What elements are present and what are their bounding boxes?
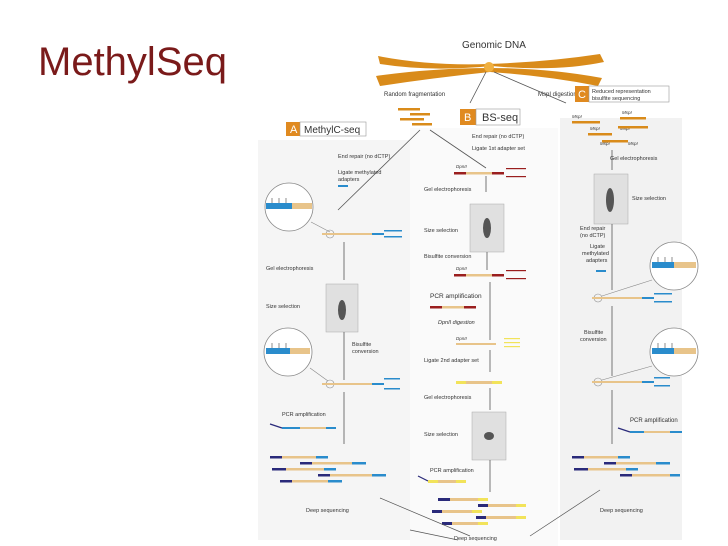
panel-a-step-pcr: PCR amplification <box>282 412 326 418</box>
panel-c-step-gel: Gel electrophoresis <box>610 156 658 162</box>
panel-b-step-size-selection-2: Size selection <box>424 432 458 438</box>
panel-a-step-ligate: Ligate methylated <box>338 170 381 176</box>
svg-text:MspI: MspI <box>590 126 601 131</box>
panel-b-step-pcr-1: PCR amplification <box>430 293 482 300</box>
panel-b-adapter-fragment-1 <box>454 168 526 178</box>
panel-c-mspi-fragments: MspI MspI MspI MspI MspI MspI <box>572 110 648 146</box>
panel-c-gel-image <box>593 173 629 225</box>
panel-b-converted-fragment <box>454 270 526 280</box>
panel-c-title-box <box>588 85 670 103</box>
panel-c-step-adapters: adapters <box>586 258 608 264</box>
panel-c-adapter-fragment <box>592 293 672 303</box>
random-fragmentation-label: Random fragmentation <box>384 92 445 98</box>
panel-a-step-conversion: conversion <box>352 349 379 355</box>
panel-b-letter: B <box>464 112 471 124</box>
panel-c-step-methylated: methylated <box>582 251 609 257</box>
panel-b-step-deep-sequencing: Deep sequencing <box>454 536 497 542</box>
panel-a-converted-fragment <box>322 378 400 390</box>
panel-c-step-no-dctp: (no dCTP) <box>580 233 606 239</box>
panel-c-title-line1: Reduced representation <box>592 89 651 95</box>
panel-c-reads <box>572 456 680 477</box>
panel-a-adapter-fragment <box>322 230 402 238</box>
dna-fragments <box>398 108 432 126</box>
panel-b-step-end-repair: End repair (no dCTP) <box>472 134 524 140</box>
panel-a-step-size-selection: Size selection <box>266 304 300 310</box>
svg-text:MspI: MspI <box>622 110 633 115</box>
panel-b-dpnii-label-2: DpnII <box>456 266 468 271</box>
panel-a-step-end-repair: End repair (no dCTP) <box>338 154 390 160</box>
panel-a-title-box <box>299 121 367 137</box>
panel-b-step-gel-1: Gel electrophoresis <box>424 187 472 193</box>
panel-a-step-adapters: adapters <box>338 177 360 183</box>
panel-a-zoom-circle-1 <box>264 182 314 232</box>
panel-a-letter: A <box>290 124 298 136</box>
panel-b-pcr-fragment-1 <box>430 306 476 309</box>
panel-c-title-line2: bisulfite sequencing <box>592 96 640 102</box>
genomic-dna-label: Genomic DNA <box>462 40 526 51</box>
panel-b-pcr-fragment-2 <box>417 475 466 483</box>
panel-b-step-bisulfite: Bisulfite conversion <box>424 254 471 260</box>
panel-b-digested-fragment <box>456 338 520 348</box>
svg-text:MspI: MspI <box>628 141 639 146</box>
chromosome-icon <box>376 54 604 86</box>
panel-a-step-bisulfite: Bisulfite <box>352 342 371 348</box>
panel-a-pcr-fragment <box>269 423 336 429</box>
panel-b-gel-image-1 <box>469 203 505 253</box>
panel-b-background <box>410 128 558 546</box>
panel-a-step-gel: Gel electrophoresis <box>266 266 314 272</box>
panel-b-step-ligate-2nd: Ligate 2nd adapter set <box>424 358 479 364</box>
panel-a-reads <box>270 456 386 483</box>
panel-b-dpnii-label-3: DpnII <box>456 336 468 341</box>
panel-c-step-size-selection: Size selection <box>632 196 666 202</box>
panel-a-gel-image <box>325 283 359 333</box>
panel-b-step-dpnii-digestion: DpnII digestion <box>438 320 475 326</box>
panel-c-zoom-circle-2 <box>649 327 699 377</box>
panel-b-dpnii-label-1: DpnII <box>456 164 468 169</box>
panel-b-gel-image-2 <box>471 411 507 461</box>
panel-c-step-end-repair: End repair <box>580 226 606 232</box>
panel-a-step-deep-sequencing: Deep sequencing <box>306 508 349 514</box>
panel-b-step-pcr-2: PCR amplification <box>430 468 474 474</box>
panel-c-letter-box <box>575 86 589 102</box>
panel-b-title: BS-seq <box>482 112 518 124</box>
panel-c-step-pcr: PCR amplification <box>630 418 678 424</box>
panel-a-title: MethylC-seq <box>304 125 360 136</box>
panel-b-step-ligate-1st: Ligate 1st adapter set <box>472 146 525 152</box>
panel-c-step-bisulfite: Bisulfite <box>584 330 603 336</box>
panel-a-letter-box <box>286 122 300 136</box>
svg-text:MspI: MspI <box>572 114 583 119</box>
svg-text:MspI: MspI <box>600 141 611 146</box>
panel-c-converted-fragment <box>592 377 670 387</box>
panel-c-letter: C <box>578 89 586 101</box>
panel-b-step-gel-2: Gel electrophoresis <box>424 395 472 401</box>
panel-c-step-conversion: conversion <box>580 337 607 343</box>
panel-c-pcr-fragment <box>617 427 682 433</box>
slide-title: MethylSeq <box>38 40 227 84</box>
panel-b-reads <box>432 498 526 525</box>
mspi-digestion-label: MspI digestion <box>538 92 577 98</box>
panel-c-zoom-circle-1 <box>649 241 699 291</box>
panel-a-zoom-circle-2 <box>263 327 313 377</box>
panel-c-step-deep-sequencing: Deep sequencing <box>600 508 643 514</box>
panel-c-step-ligate: Ligate <box>590 244 605 250</box>
panel-b-letter-box <box>460 109 476 125</box>
panel-b-step-size-selection-1: Size selection <box>424 228 458 234</box>
panel-b-adapter-fragment-2 <box>456 381 502 384</box>
panel-b-title-box <box>475 108 521 126</box>
